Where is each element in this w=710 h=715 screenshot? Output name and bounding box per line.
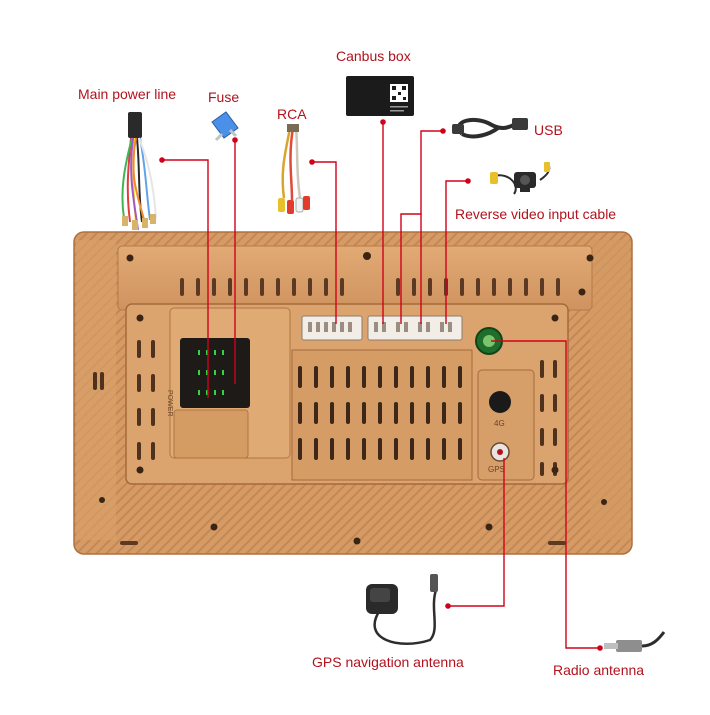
label-usb: USB xyxy=(534,122,563,138)
usb-cable-icon xyxy=(452,117,528,139)
label-radio-antenna: Radio antenna xyxy=(553,662,645,678)
svg-text:4G: 4G xyxy=(494,419,505,428)
line-radio xyxy=(491,340,600,649)
fuse-icon xyxy=(211,111,239,142)
port-4g xyxy=(489,391,511,413)
label-fuse: Fuse xyxy=(208,89,240,105)
svg-text:GPS: GPS xyxy=(488,465,505,474)
head-unit: POWER xyxy=(73,231,633,555)
gps-antenna-icon xyxy=(366,574,438,645)
label-rca: RCA xyxy=(277,106,307,122)
label-canbus-box: Canbus box xyxy=(336,48,411,64)
canbus-box-icon xyxy=(346,76,414,116)
top-vents xyxy=(180,278,560,296)
leader-lines xyxy=(162,122,600,649)
center-vents xyxy=(298,366,462,460)
label-gps-antenna: GPS navigation antenna xyxy=(312,654,464,670)
power-marking: POWER xyxy=(166,390,173,416)
canbus-usb-connector xyxy=(367,315,463,341)
line-main-power xyxy=(162,159,209,398)
left-vents xyxy=(93,340,155,460)
antenna-bay xyxy=(477,369,535,481)
line-rca xyxy=(312,161,337,324)
left-bracket xyxy=(76,240,116,540)
right-bracket xyxy=(590,240,630,540)
lower-plate xyxy=(173,409,249,459)
line-reverse-video xyxy=(445,180,468,324)
rca-cable-icon xyxy=(278,124,310,214)
top-tray xyxy=(117,245,593,311)
reverse-camera-icon xyxy=(490,162,551,195)
label-reverse-video: Reverse video input cable xyxy=(455,206,617,222)
wire-harness-icon xyxy=(121,112,157,231)
label-main-power-line: Main power line xyxy=(78,86,177,102)
line-gps xyxy=(448,458,505,607)
screw-holes xyxy=(99,252,607,545)
leader-dots xyxy=(159,119,603,651)
power-pins xyxy=(198,350,224,395)
radio-antenna-plug-icon xyxy=(604,631,666,652)
